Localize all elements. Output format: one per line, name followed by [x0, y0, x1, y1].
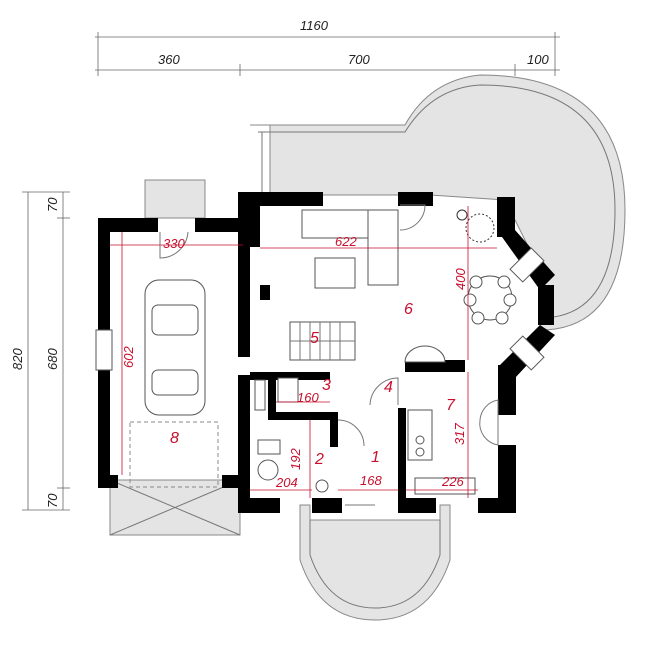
- doors: [159, 204, 499, 506]
- dim-top-right: 100: [527, 52, 549, 67]
- room-1-entry: 1: [371, 449, 380, 466]
- dim-bath-width: 204: [275, 475, 298, 490]
- dim-living-width: 622: [335, 234, 357, 249]
- terrace-front: [299, 504, 451, 621]
- plant-icon: [456, 209, 495, 243]
- dim-top-middle: 700: [348, 52, 370, 67]
- dim-left-inner: 680: [45, 348, 60, 370]
- car: [144, 279, 206, 416]
- room-8-garage: 8: [170, 430, 179, 447]
- dim-wc-width: 160: [297, 390, 319, 405]
- room-2-bathroom: 2: [314, 451, 324, 468]
- windows: [95, 247, 545, 371]
- stairs: [289, 321, 356, 361]
- room-5-stairs: 5: [310, 330, 319, 347]
- dim-entry-width: 168: [360, 473, 382, 488]
- dimension-lines: [22, 32, 560, 511]
- room-dimension-lines: [110, 206, 497, 498]
- garage-apron: [109, 179, 241, 536]
- dim-top-total: 1160: [300, 18, 329, 33]
- room-6-living: 6: [404, 301, 413, 318]
- dim-kitchen-length: 317: [452, 423, 467, 445]
- terrace-rear: [250, 74, 626, 331]
- dim-dining-length: 400: [453, 268, 468, 290]
- dim-left-bottom: 70: [45, 493, 60, 508]
- dim-top-left: 360: [158, 52, 180, 67]
- dim-hall-height: 192: [288, 448, 303, 470]
- dim-kitchen-width: 226: [441, 474, 464, 489]
- room-7-kitchen: 7: [446, 397, 456, 414]
- room-4-hall: 4: [384, 379, 393, 396]
- dim-left-top: 70: [45, 197, 60, 212]
- dim-garage-width: 330: [163, 236, 185, 251]
- room-3-wc: 3: [322, 377, 331, 394]
- furniture: [129, 209, 517, 495]
- dim-garage-length: 602: [121, 346, 136, 368]
- dim-left-total: 820: [10, 348, 25, 370]
